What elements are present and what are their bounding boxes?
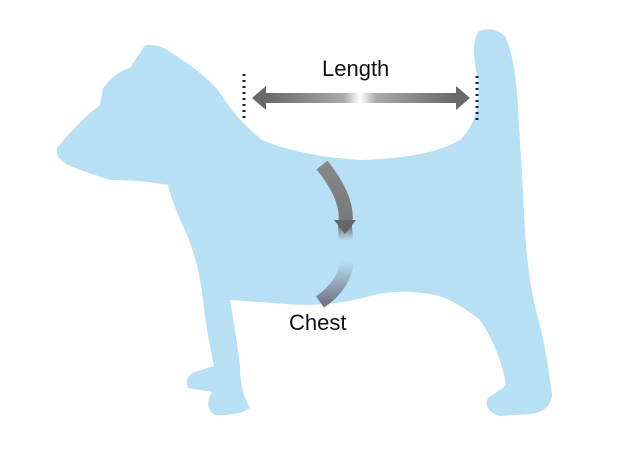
chest-label: Chest	[289, 310, 347, 335]
chest-arrow-head	[334, 220, 356, 234]
chest-band	[315, 160, 356, 308]
dog-silhouette	[56, 29, 552, 417]
length-label: Length	[322, 56, 390, 81]
length-arrow	[252, 86, 470, 110]
